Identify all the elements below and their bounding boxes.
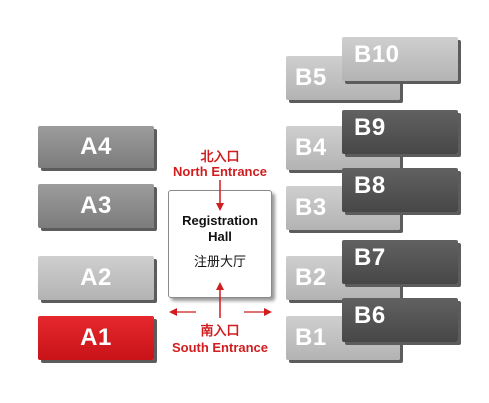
- registration-hall-title-en: Registration Hall: [182, 213, 258, 244]
- hall-b9-label: B9: [354, 114, 386, 141]
- hall-a2: A2: [38, 256, 154, 300]
- registration-hall: Registration Hall 注册大厅: [168, 190, 272, 298]
- hall-a1: A1: [38, 316, 154, 360]
- hall-b8-label: B8: [354, 172, 386, 199]
- hall-b6: B6: [342, 298, 458, 342]
- hall-a3: A3: [38, 184, 154, 228]
- hall-b1-label: B1: [295, 324, 327, 351]
- north-entrance-label-cn: 北入口: [200, 150, 240, 165]
- hall-a3-label: A3: [80, 192, 112, 219]
- hall-a4: A4: [38, 126, 154, 168]
- hall-b2-label: B2: [295, 264, 327, 291]
- hall-a4-label: A4: [80, 133, 112, 160]
- hall-b7-label: B7: [354, 244, 386, 271]
- hall-b10: B10: [342, 37, 458, 81]
- hall-a1-label: A1: [80, 324, 112, 351]
- hall-b4-label: B4: [295, 134, 327, 161]
- hall-a2-label: A2: [80, 264, 112, 291]
- north-entrance-label-en: North Entrance: [173, 164, 267, 179]
- south-entrance-label-cn: 南入口: [200, 324, 240, 339]
- hall-b8: B8: [342, 168, 458, 212]
- registration-hall-title-cn: 注册大厅: [193, 255, 246, 270]
- south-entrance-label-en: South Entrance: [171, 340, 269, 355]
- hall-b5-label: B5: [295, 64, 327, 91]
- hall-b10-label: B10: [354, 41, 400, 68]
- hall-b9: B9: [342, 110, 458, 154]
- hall-b7: B7: [342, 240, 458, 284]
- hall-b6-label: B6: [354, 302, 386, 329]
- hall-b3-label: B3: [295, 194, 327, 221]
